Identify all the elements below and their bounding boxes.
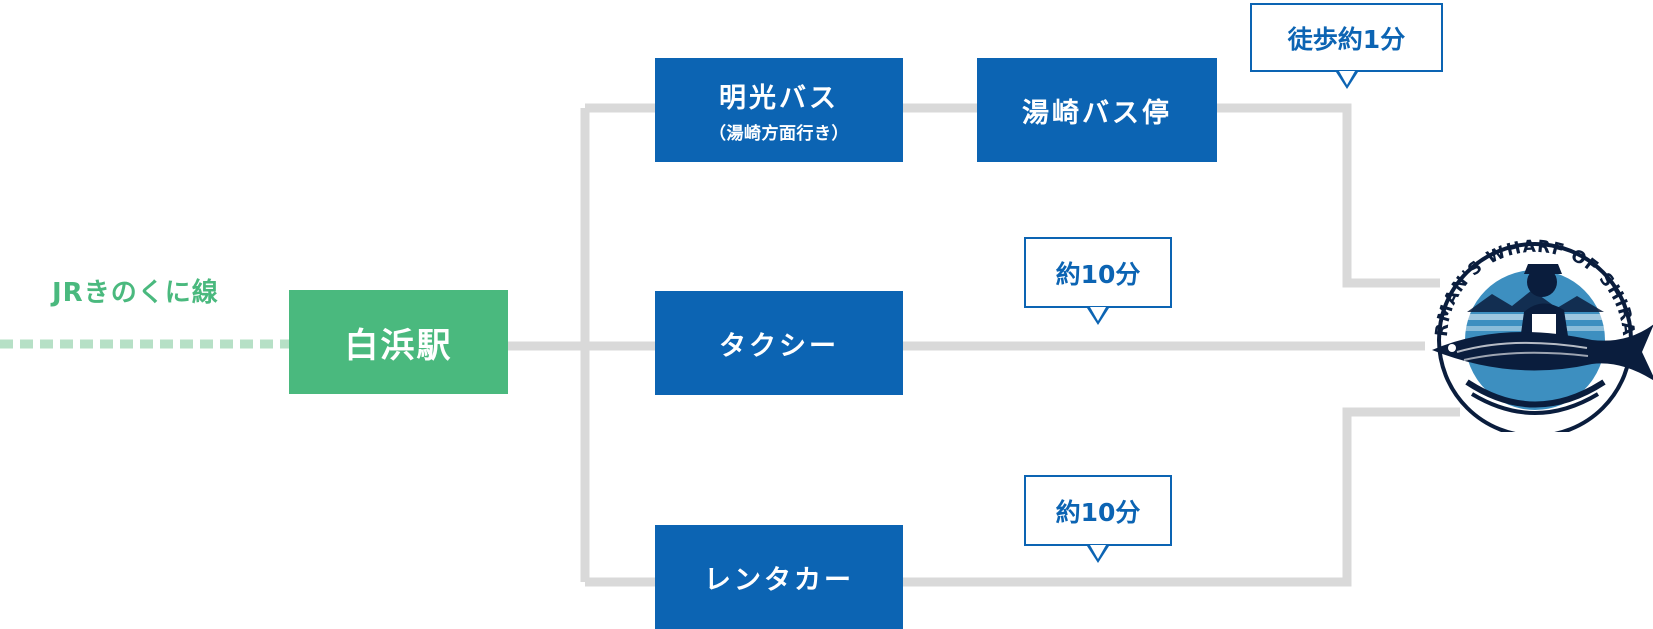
- walk-time-callout: 徒歩約1分: [1250, 3, 1443, 89]
- rental-to-wharf: [900, 407, 1460, 587]
- route-box-bus: 明光バス （湯崎方面行き）: [655, 58, 903, 162]
- fishermans-wharf-logo: FISHERMAN'S WHARF OF SHIRAHAMA: [1412, 232, 1653, 432]
- route-label-rental: レンタカー: [704, 564, 854, 596]
- route-label-bus: 明光バス: [719, 83, 839, 114]
- fisherman-head: [1527, 267, 1557, 297]
- bus-stop-box: 湯崎バス停: [977, 58, 1217, 162]
- taxi-time-text: 約10分: [1055, 259, 1141, 289]
- taxi-time-callout: 約10分: [1024, 237, 1172, 325]
- route-label-taxi: タクシー: [719, 330, 839, 362]
- route-sub-bus: （湯崎方面行き）: [709, 124, 849, 144]
- stop-to-wharf: [1215, 103, 1440, 288]
- rental-time-text: 約10分: [1055, 497, 1141, 527]
- station-box: 白浜駅: [289, 290, 508, 394]
- rail-line-label: JRきのくに線: [52, 278, 219, 308]
- station-name: 白浜駅: [344, 325, 453, 366]
- route-box-taxi: タクシー: [655, 291, 903, 395]
- rental-time-callout: 約10分: [1024, 475, 1172, 563]
- route-box-rental: レンタカー: [655, 525, 903, 629]
- route-connectors: [505, 103, 1460, 587]
- walk-time-text: 徒歩約1分: [1287, 24, 1406, 54]
- bus-stop-label: 湯崎バス停: [1022, 97, 1172, 129]
